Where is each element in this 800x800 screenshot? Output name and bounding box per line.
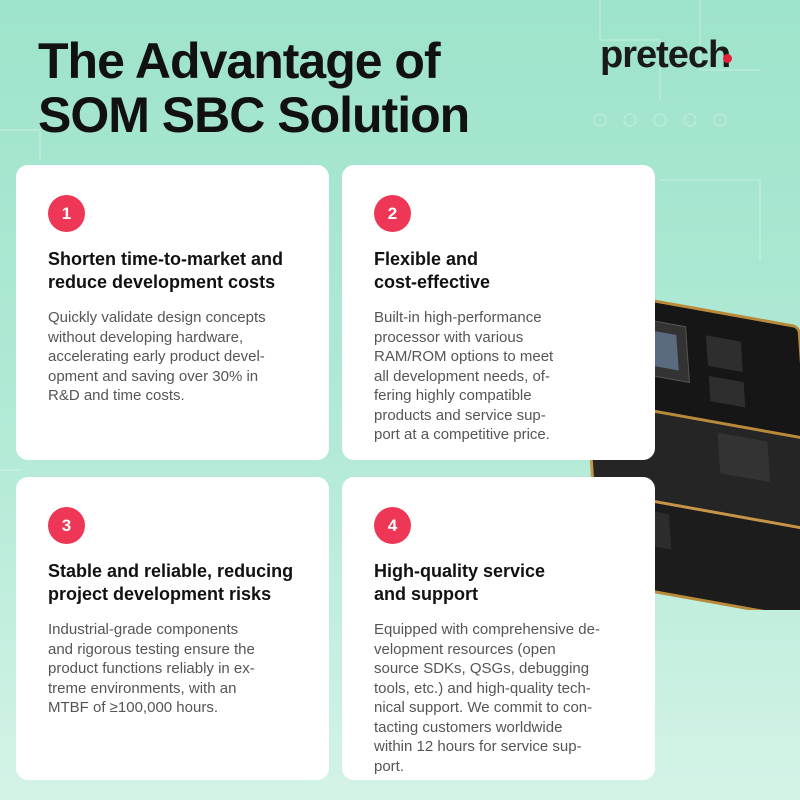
- number-badge: 3: [48, 507, 85, 544]
- page-title: The Advantage of SOM SBC Solution: [38, 33, 470, 143]
- pretech-logo: pretech: [600, 34, 732, 76]
- card-body: Equipped with comprehensive de-velopment…: [374, 621, 600, 775]
- number-badge: 1: [48, 195, 85, 232]
- number-badge: 2: [374, 195, 411, 232]
- number-badge: 4: [374, 507, 411, 544]
